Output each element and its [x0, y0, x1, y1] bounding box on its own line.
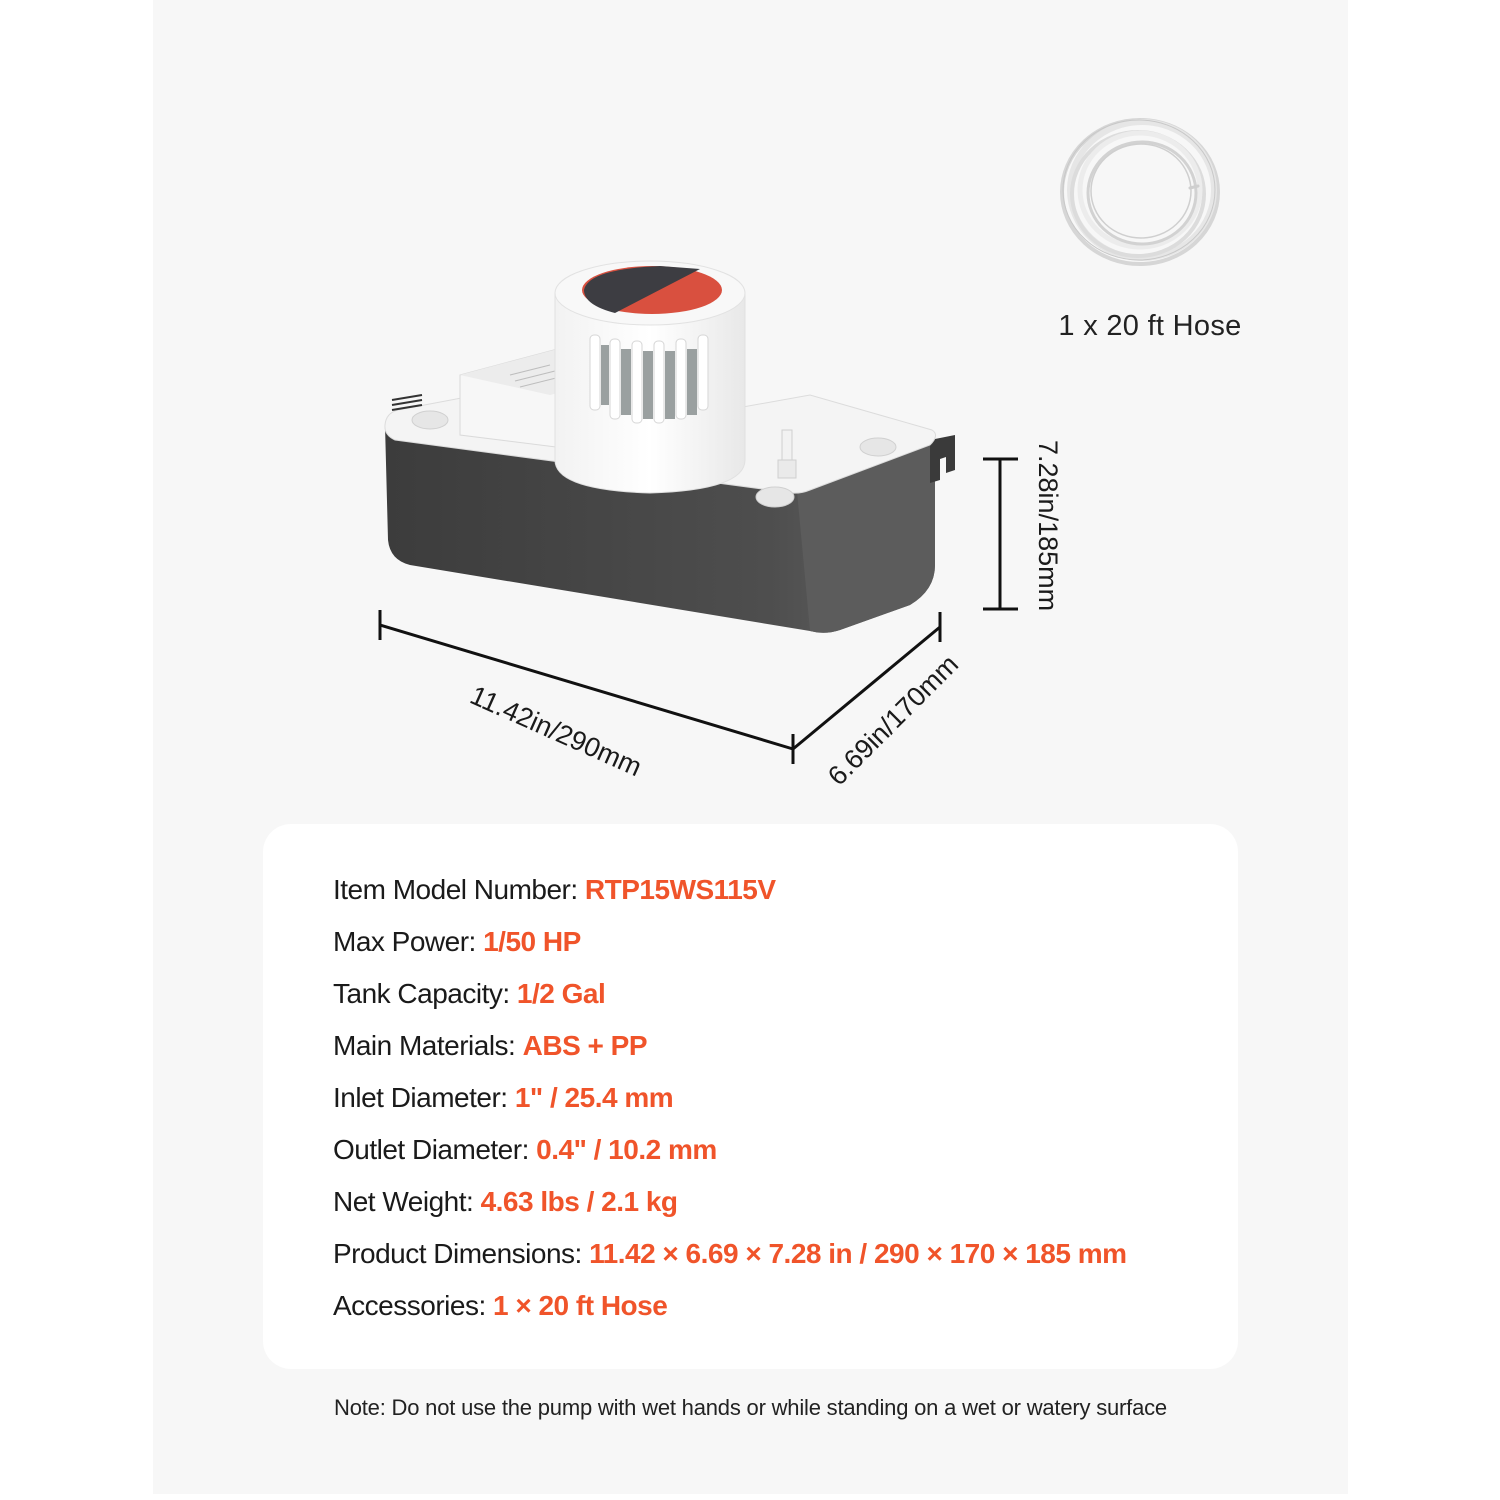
spec-label: Net Weight:	[333, 1186, 474, 1217]
spec-value: RTP15WS115V	[584, 874, 776, 905]
spec-row-weight: Net Weight: 4.63 lbs / 2.1 kg	[333, 1182, 1127, 1234]
spec-label: Outlet Diameter:	[333, 1134, 529, 1165]
spec-row-materials: Main Materials: ABS + PP	[333, 1026, 1127, 1078]
spec-value: 1 × 20 ft Hose	[493, 1290, 668, 1321]
spec-value: 1" / 25.4 mm	[514, 1082, 674, 1113]
spec-label: Tank Capacity:	[333, 978, 510, 1009]
spec-value: 1/2 Gal	[516, 978, 606, 1009]
spec-value: 0.4" / 10.2 mm	[536, 1134, 717, 1165]
spec-row-max-power: Max Power: 1/50 HP	[333, 922, 1127, 974]
hose-caption: 1 x 20 ft Hose	[1058, 310, 1242, 342]
hose-coil-icon	[1060, 118, 1220, 266]
spec-value: 11.42 × 6.69 × 7.28 in / 290 × 170 × 185…	[589, 1238, 1127, 1269]
spec-label: Inlet Diameter:	[333, 1082, 508, 1113]
spec-label: Max Power:	[333, 926, 476, 957]
spec-value: 4.63 lbs / 2.1 kg	[480, 1186, 678, 1217]
spec-label: Main Materials:	[333, 1030, 516, 1061]
spec-label: Item Model Number:	[333, 874, 578, 905]
spec-value: ABS + PP	[522, 1030, 648, 1061]
spec-row-tank-capacity: Tank Capacity: 1/2 Gal	[333, 974, 1127, 1026]
spec-label: Accessories:	[333, 1290, 486, 1321]
spec-row-dimensions: Product Dimensions: 11.42 × 6.69 × 7.28 …	[333, 1234, 1127, 1286]
spec-row-model: Item Model Number: RTP15WS115V	[333, 870, 1127, 922]
spec-row-inlet: Inlet Diameter: 1" / 25.4 mm	[333, 1078, 1127, 1130]
dimension-height-label: 7.28in/185mm	[1033, 440, 1063, 612]
spec-row-accessories: Accessories: 1 × 20 ft Hose	[333, 1286, 1127, 1338]
spec-value: 1/50 HP	[483, 926, 581, 957]
spec-row-outlet: Outlet Diameter: 0.4" / 10.2 mm	[333, 1130, 1127, 1182]
spec-label: Product Dimensions:	[333, 1238, 582, 1269]
spec-card: Item Model Number: RTP15WS115V Max Power…	[263, 824, 1238, 1369]
safety-note: Note: Do not use the pump with wet hands…	[334, 1395, 1167, 1420]
condensate-pump-image	[384, 260, 955, 633]
spec-list: Item Model Number: RTP15WS115V Max Power…	[333, 870, 1127, 1338]
